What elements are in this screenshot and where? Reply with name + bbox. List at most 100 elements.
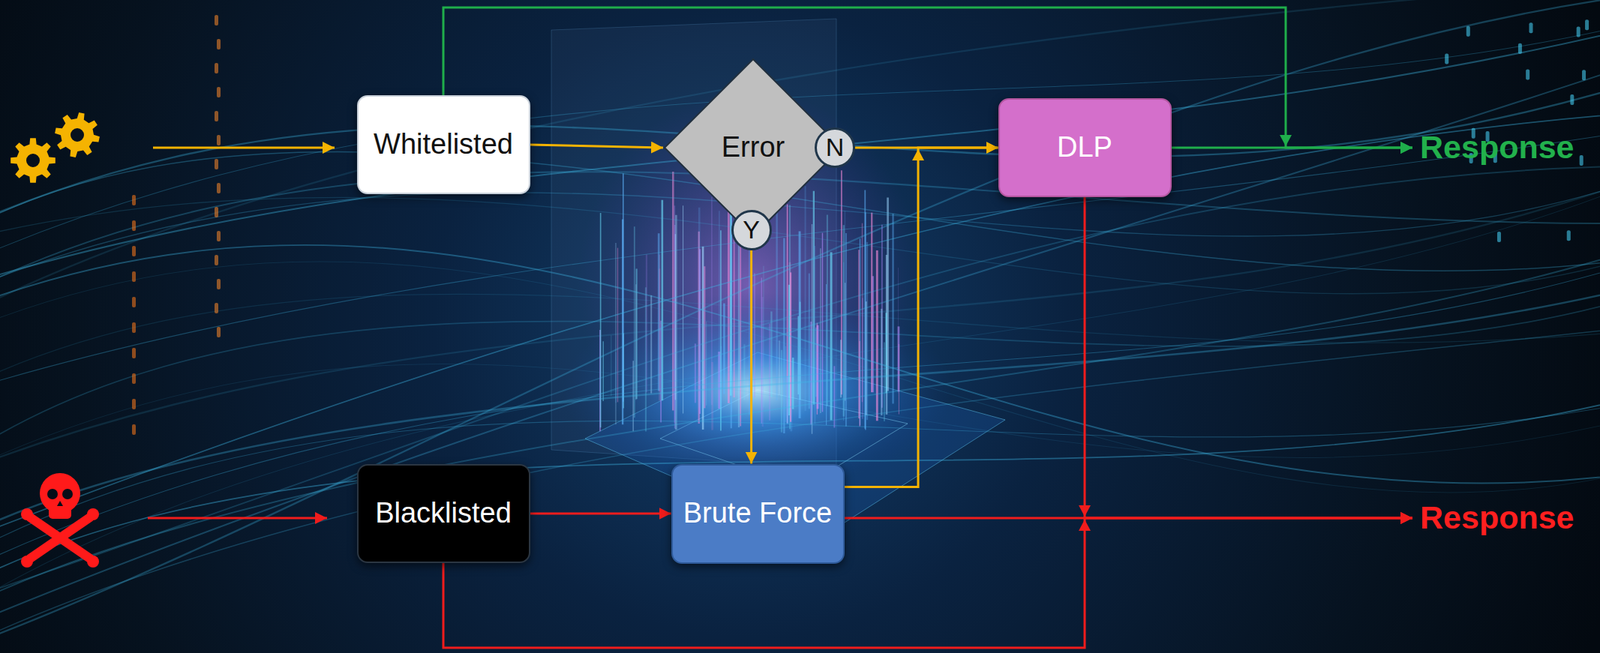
gears-icon bbox=[10, 112, 100, 184]
data-curve bbox=[0, 58, 1600, 628]
data-curve bbox=[0, 261, 1600, 493]
skull-icon bbox=[21, 473, 100, 568]
connector bbox=[443, 7, 1413, 148]
side-light bbox=[216, 279, 221, 290]
light-streak bbox=[739, 239, 742, 427]
data-curve bbox=[0, 197, 1600, 294]
side-light bbox=[1566, 230, 1571, 241]
light-streak bbox=[833, 366, 835, 428]
connector-line bbox=[443, 7, 1413, 148]
bone-knob bbox=[87, 508, 100, 521]
light-streak bbox=[711, 362, 714, 431]
light-streak bbox=[858, 341, 861, 427]
branch-circle: Y bbox=[731, 210, 772, 251]
data-curve bbox=[0, 325, 1600, 648]
junction-arrowhead bbox=[912, 149, 925, 161]
connector bbox=[1171, 147, 1414, 149]
side-light bbox=[1466, 26, 1471, 37]
side-light bbox=[132, 220, 136, 232]
side-light bbox=[132, 373, 136, 385]
side-light bbox=[216, 231, 221, 242]
side-light bbox=[216, 39, 221, 50]
light-streak bbox=[804, 186, 807, 412]
light-streak bbox=[672, 171, 675, 411]
light-streak bbox=[866, 242, 868, 421]
light-streak bbox=[645, 254, 648, 393]
light-streak bbox=[864, 190, 866, 430]
data-curve bbox=[0, 19, 1600, 265]
side-light bbox=[1576, 26, 1581, 37]
node-text: Brute Force bbox=[683, 497, 833, 531]
light-streak bbox=[720, 230, 721, 431]
side-light bbox=[1497, 231, 1501, 243]
node-text: Y bbox=[742, 215, 760, 245]
connector bbox=[530, 513, 672, 515]
light-streak bbox=[778, 340, 781, 395]
side-light bbox=[1581, 69, 1586, 81]
node-text: Response bbox=[1419, 129, 1575, 166]
side-light bbox=[132, 195, 136, 206]
data-curve bbox=[0, 0, 1600, 316]
skull-nose bbox=[57, 501, 64, 507]
connector bbox=[1078, 197, 1413, 519]
light-streak bbox=[617, 248, 619, 403]
skull-eye bbox=[62, 489, 73, 500]
light-streak bbox=[840, 339, 842, 398]
connector-line bbox=[1171, 147, 1414, 150]
side-light bbox=[1584, 19, 1589, 31]
side-light bbox=[132, 322, 136, 334]
light-streak bbox=[898, 344, 900, 415]
side-light bbox=[214, 111, 219, 122]
process-box: DLP bbox=[998, 98, 1172, 198]
data-curve bbox=[0, 393, 1600, 586]
connector-line bbox=[750, 250, 753, 465]
connector bbox=[443, 518, 1413, 649]
light-streak bbox=[694, 343, 697, 403]
crossbone bbox=[30, 517, 91, 559]
decision-diamond: ErrorNY bbox=[663, 57, 844, 238]
light-streak bbox=[876, 250, 879, 421]
skull-eye bbox=[47, 489, 58, 500]
light-streak bbox=[780, 350, 783, 433]
light-streak bbox=[870, 213, 873, 394]
side-light bbox=[1444, 53, 1449, 64]
side-light bbox=[214, 255, 219, 266]
connector-line bbox=[844, 147, 999, 488]
light-streak bbox=[814, 246, 817, 424]
light-streak bbox=[789, 272, 792, 422]
light-streak bbox=[610, 335, 612, 397]
light-streak bbox=[720, 346, 723, 412]
light-streak bbox=[830, 252, 833, 421]
side-light bbox=[1528, 22, 1533, 34]
node-text: Blacklisted bbox=[375, 497, 512, 531]
light-streak bbox=[788, 285, 790, 416]
side-light bbox=[214, 15, 219, 26]
connector-line bbox=[530, 144, 664, 148]
junction-arrowhead bbox=[1279, 135, 1292, 147]
light-streak bbox=[883, 342, 885, 422]
data-curve bbox=[0, 258, 1600, 572]
light-streak bbox=[862, 290, 864, 396]
data-curve bbox=[0, 294, 1600, 389]
light-streak bbox=[843, 262, 844, 421]
side-light bbox=[216, 135, 221, 146]
light-streak bbox=[698, 207, 701, 409]
side-light bbox=[214, 303, 219, 314]
light-streak bbox=[762, 297, 764, 427]
connector bbox=[844, 147, 999, 488]
side-light bbox=[132, 297, 136, 308]
light-streak bbox=[798, 231, 802, 419]
light-streak bbox=[880, 309, 883, 416]
data-curve bbox=[0, 245, 1600, 484]
crossbone bbox=[30, 517, 91, 559]
gear bbox=[54, 112, 100, 158]
light-streak bbox=[753, 273, 756, 397]
process-box: Blacklisted bbox=[357, 464, 531, 564]
process-box: Brute Force bbox=[671, 464, 845, 565]
data-curve bbox=[0, 24, 1600, 286]
connector-line bbox=[530, 513, 672, 516]
